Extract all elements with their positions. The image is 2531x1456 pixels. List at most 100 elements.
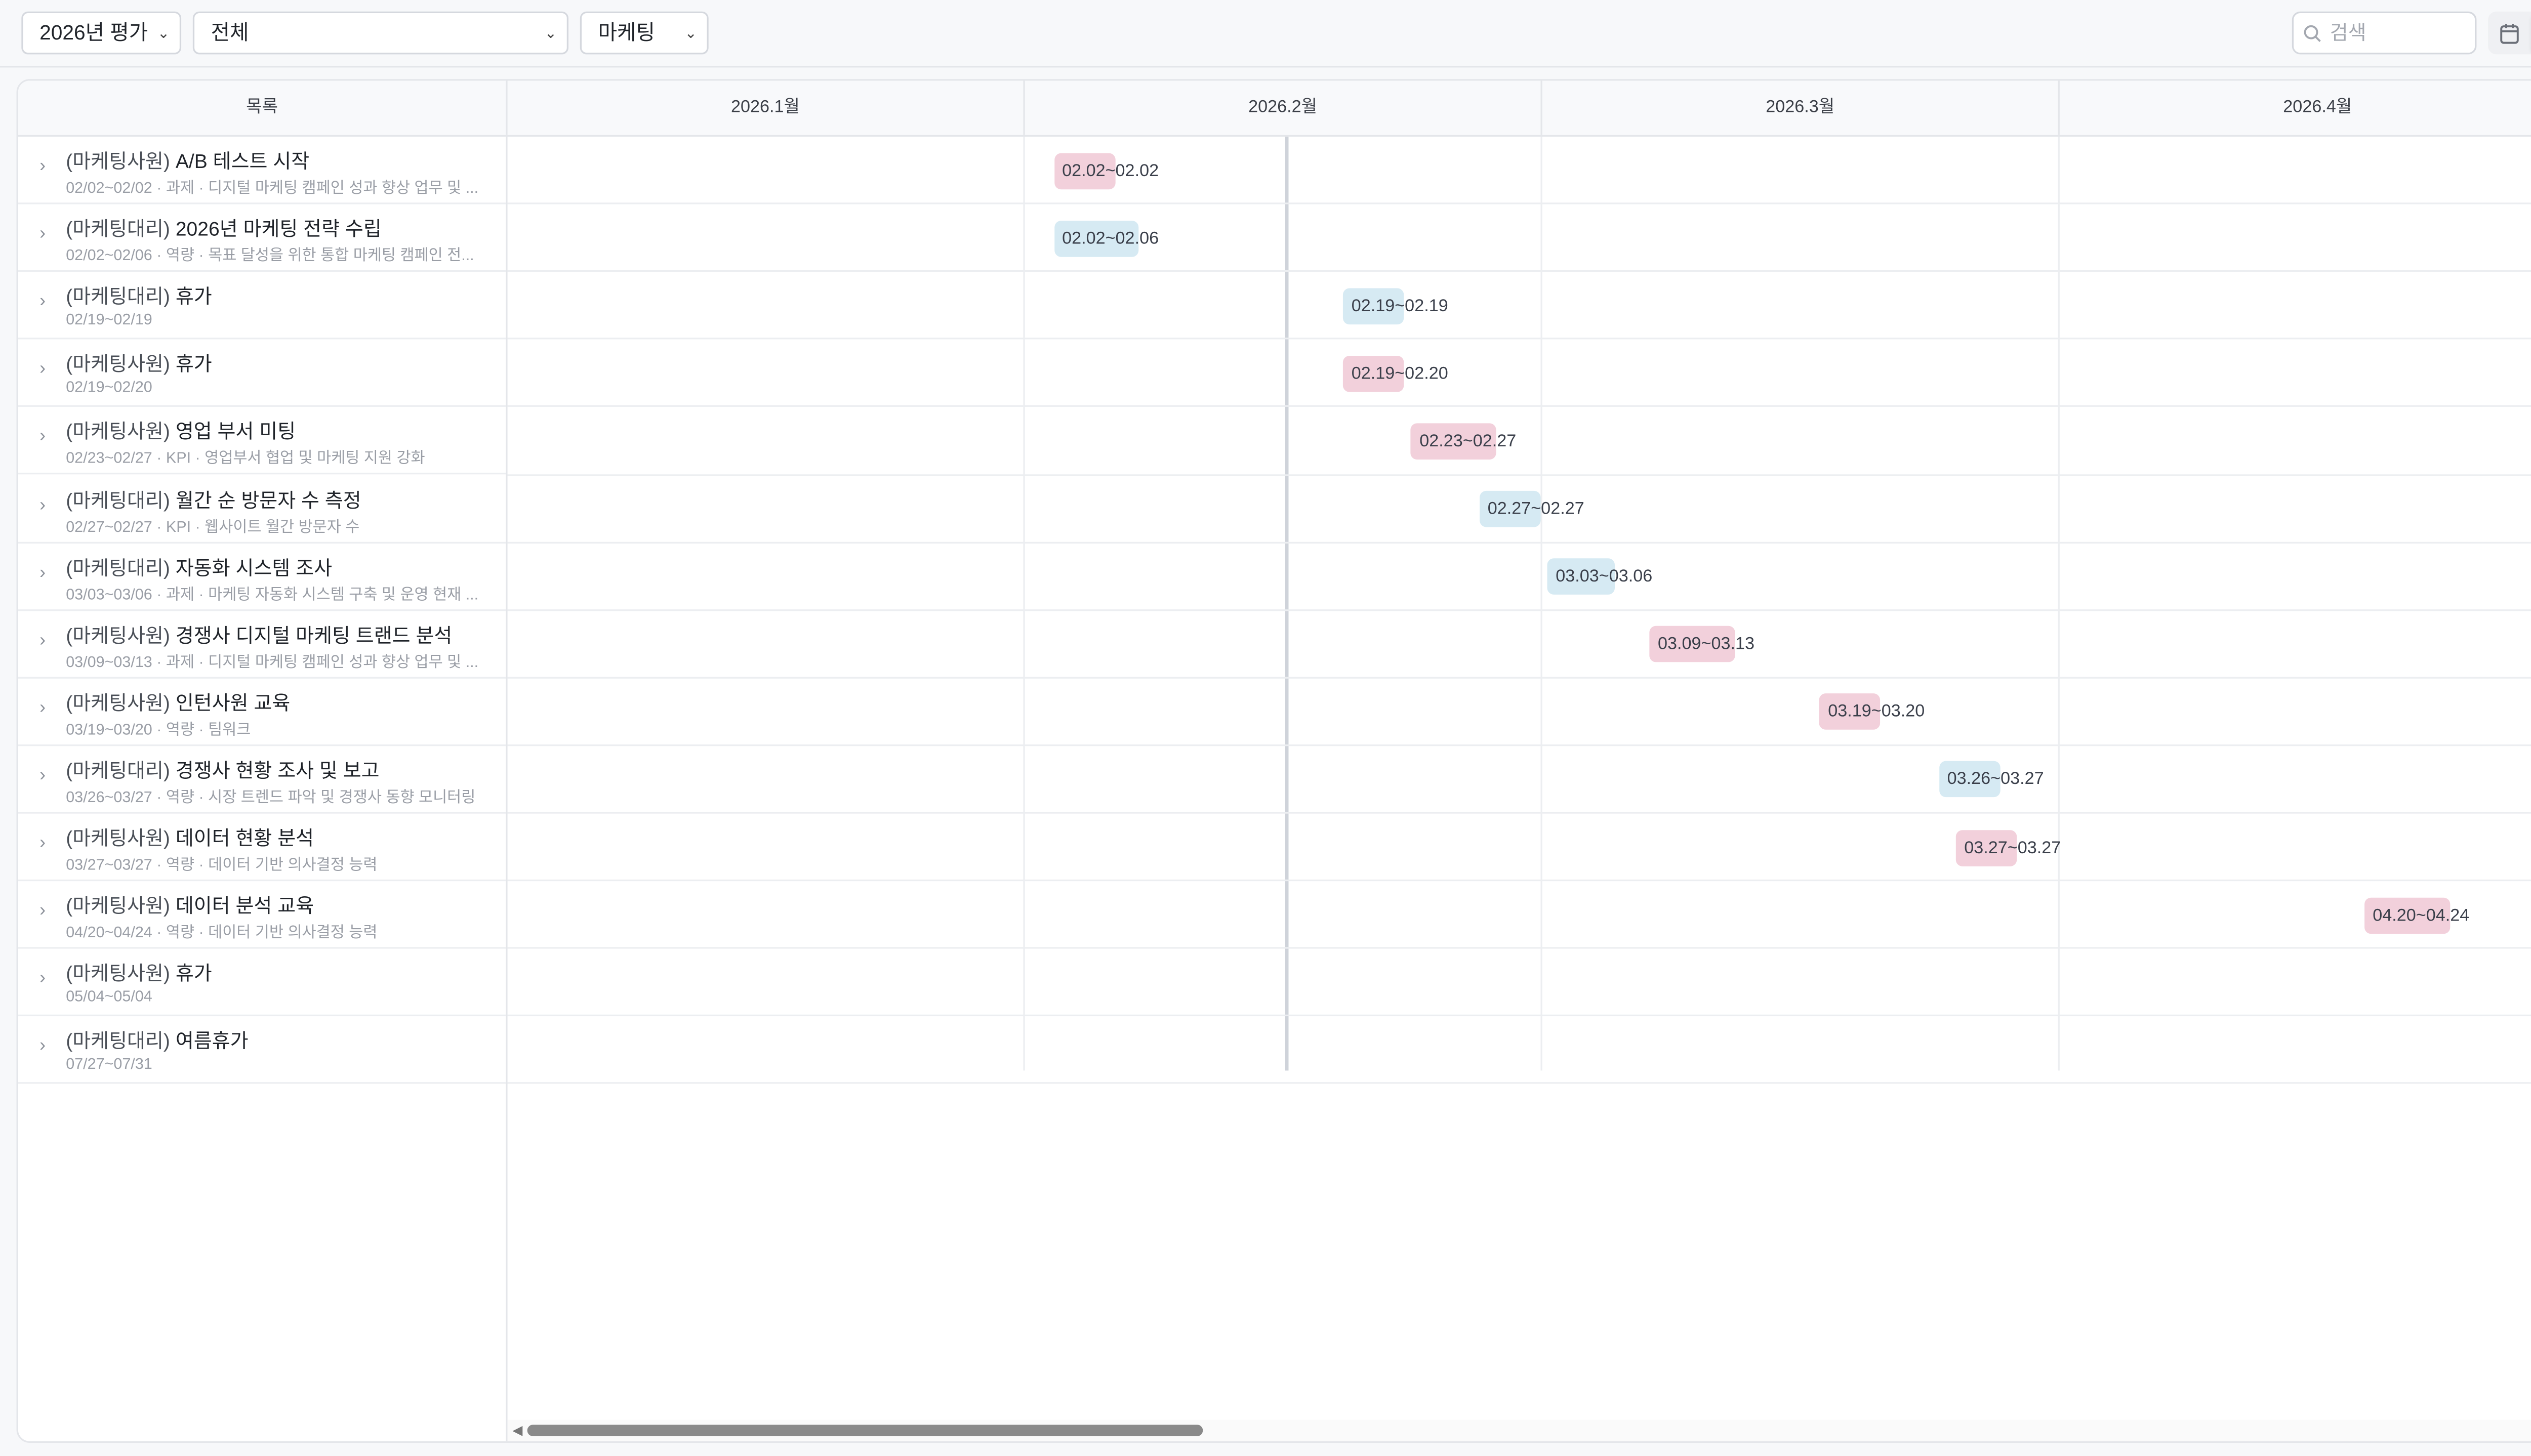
task-bar[interactable]: 02.27~02.27 (1479, 490, 1584, 527)
task-role: (마케팅사원) (66, 691, 170, 715)
task-title: (마케팅대리) 2026년 마케팅 전략 수립 (66, 214, 382, 242)
task-subtitle: 02/23~02/27 · KPI · 영업부서 협업 및 마케팅 지원 강화 (66, 448, 425, 467)
gantt-panel: 목록 2026.1월 2026.2월 2026.3월 2026.4월 ›(마케팅… (16, 79, 2531, 1443)
chevron-right-icon[interactable]: › (39, 494, 46, 515)
task-row[interactable]: › (마케팅대리) 경쟁사 현황 조사 및 보고 03/26~03/27 · 역량 … (18, 746, 506, 814)
chevron-right-icon[interactable]: › (39, 562, 46, 583)
chevron-right-icon[interactable]: › (39, 698, 46, 718)
search-icon (2304, 25, 2321, 43)
task-role: (마케팅대리) (66, 1030, 170, 1053)
timeline-grid: 02.02~02.02 02.02~02.06 02.19~02.19 02.19~0… (507, 137, 2531, 1085)
department-select[interactable]: 마케팅 ⌄ (580, 11, 709, 55)
task-bar[interactable]: 03.27~03.27 (1955, 829, 2061, 866)
horizontal-scrollbar[interactable]: ◀ ▶ (507, 1420, 2531, 1441)
task-bar-label: 03.26~03.27 (1947, 770, 2044, 790)
row-divider (507, 609, 2531, 611)
task-title: (마케팅사원) A/B 테스트 시작 (66, 147, 309, 175)
task-bar[interactable]: 03.19~03.20 (1819, 694, 1925, 730)
chevron-right-icon[interactable]: › (39, 901, 46, 921)
chevron-down-icon: ⌄ (544, 24, 557, 41)
task-role: (마케팅사원) (66, 353, 170, 376)
search-input[interactable] (2330, 18, 2469, 48)
row-divider (507, 880, 2531, 882)
task-name: A/B 테스트 시작 (175, 150, 310, 173)
chevron-right-icon[interactable]: › (39, 427, 46, 447)
month-header: 2026.4월 (2283, 97, 2352, 117)
task-subtitle: 02/27~02/27 · KPI · 웹사이트 월간 방문자 수 (66, 516, 360, 535)
chevron-right-icon[interactable]: › (39, 292, 46, 312)
search-box[interactable] (2292, 11, 2477, 55)
task-subtitle: 03/27~03/27 · 역량 · 데이터 기반 의사결정 능력 (66, 855, 378, 873)
scrollbar-thumb[interactable] (527, 1425, 1203, 1436)
task-bar-label: 02.19~02.19 (1351, 296, 1448, 316)
task-bar-label: 02.02~02.06 (1062, 228, 1159, 248)
task-role: (마케팅사원) (66, 894, 170, 918)
chevron-right-icon[interactable]: › (39, 833, 46, 853)
task-bar[interactable]: 02.02~02.02 (1053, 152, 1159, 189)
chevron-right-icon[interactable]: › (39, 359, 46, 380)
task-bar[interactable]: 02.19~02.20 (1343, 355, 1448, 392)
row-divider (507, 202, 2531, 204)
task-bar-label: 04.20~04.24 (2373, 905, 2470, 925)
gantt-header: 목록 2026.1월 2026.2월 2026.3월 2026.4월 (18, 80, 2531, 137)
month-header: 2026.2월 (1025, 80, 1542, 135)
task-name: 영업 부서 미팅 (175, 421, 296, 444)
task-bar-label: 02.02~02.02 (1062, 160, 1159, 181)
task-row[interactable]: › (마케팅대리) 월간 순 방문자 수 측정 02/27~02/27 · KPI … (18, 475, 506, 543)
task-bar[interactable]: 03.26~03.27 (1939, 761, 2044, 798)
chevron-down-icon: ⌄ (684, 24, 697, 41)
chevron-right-icon[interactable]: › (39, 156, 46, 177)
task-name: 데이터 현황 분석 (175, 826, 314, 850)
row-divider (507, 947, 2531, 949)
chevron-right-icon[interactable]: › (39, 1036, 46, 1057)
task-subtitle: 02/02~02/06 · 역량 · 목표 달성을 위한 통합 마케팅 캠페인 … (66, 245, 474, 264)
task-bar[interactable]: 02.19~02.19 (1343, 287, 1448, 324)
chevron-right-icon[interactable]: › (39, 765, 46, 786)
task-bar-label: 03.03~03.06 (1556, 566, 1653, 587)
month-divider (1023, 137, 1025, 1071)
period-select[interactable]: 2026년 평가 ⌄ (21, 11, 182, 55)
task-name: 경쟁사 현황 조사 및 보고 (175, 759, 380, 782)
department-select-value: 마케팅 (598, 21, 655, 45)
task-role: (마케팅대리) (66, 759, 170, 782)
scope-select[interactable]: 전체 ⌄ (192, 11, 569, 55)
chevron-right-icon[interactable]: › (39, 224, 46, 244)
calendar-view-button[interactable] (2489, 13, 2529, 53)
task-row[interactable]: › (마케팅대리) 2026년 마케팅 전략 수립 02/02~02/06 · 역량… (18, 204, 506, 272)
chevron-right-icon[interactable]: › (39, 630, 46, 650)
task-role: (마케팅사원) (66, 421, 170, 444)
task-bar[interactable]: 04.20~04.24 (2364, 897, 2469, 933)
list-column-header: 목록 (18, 80, 508, 135)
task-bar[interactable]: 03.03~03.06 (1547, 558, 1652, 595)
task-row[interactable]: › (마케팅사원) 영업 부서 미팅 02/23~02/27 · KPI · 영업부… (18, 407, 506, 475)
calendar-icon (2500, 23, 2519, 43)
month-divider (1540, 137, 1542, 1071)
task-bar-label: 02.23~02.27 (1419, 431, 1517, 451)
task-bar[interactable]: 03.09~03.13 (1649, 626, 1754, 662)
task-name: 2026년 마케팅 전략 수립 (175, 217, 382, 241)
task-bar-label: 03.27~03.27 (1964, 837, 2061, 857)
task-bar[interactable]: 02.23~02.27 (1411, 423, 1516, 460)
row-divider (507, 473, 2531, 475)
task-role: (마케팅사원) (66, 962, 170, 985)
task-subtitle: 04/20~04/24 · 역량 · 데이터 기반 의사결정 능력 (66, 922, 378, 941)
row-divider (507, 676, 2531, 679)
task-title: (마케팅대리) 월간 순 방문자 수 측정 (66, 485, 361, 513)
view-toggle (2488, 11, 2531, 55)
task-bar[interactable]: 02.02~02.06 (1053, 220, 1159, 257)
chevron-right-icon[interactable]: › (39, 969, 46, 989)
scroll-left-arrow-icon[interactable]: ◀ (512, 1423, 523, 1438)
task-subtitle: 03/26~03/27 · 역량 · 시장 트렌드 파악 및 경쟁사 동향 모니… (66, 787, 476, 806)
row-divider (507, 405, 2531, 408)
